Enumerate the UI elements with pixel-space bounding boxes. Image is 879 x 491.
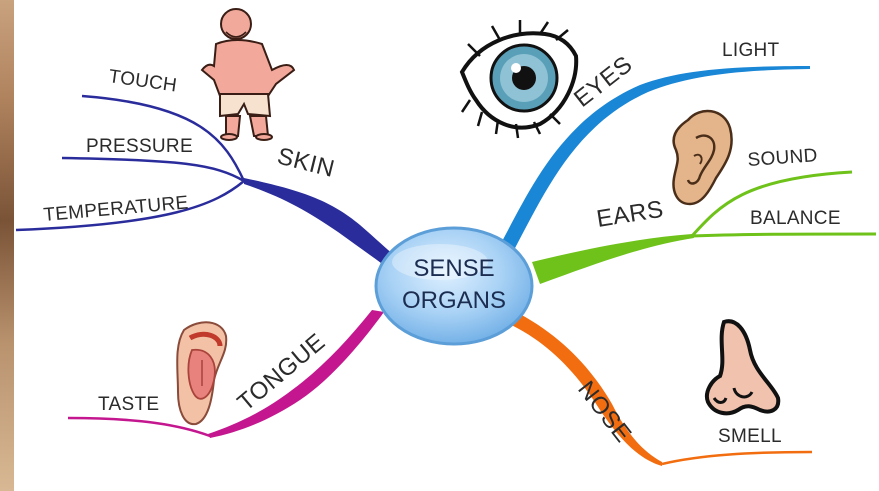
- center-label-line1: SENSE: [413, 255, 494, 282]
- branch-label-nose: NOSE: [572, 376, 636, 448]
- branch-skin: [16, 96, 402, 274]
- leaf-label-smell: SMELL: [718, 426, 782, 447]
- leaf-label-temperature: TEMPERATURE: [43, 192, 190, 226]
- leaf-label-balance: BALANCE: [750, 208, 841, 229]
- leaf-label-pressure: PRESSURE: [86, 136, 193, 157]
- person-icon: [202, 9, 294, 140]
- tongue-icon: [177, 322, 226, 424]
- leaf-label-sound: SOUND: [747, 145, 818, 171]
- leaf-balance-line: [692, 234, 876, 236]
- center-node: SENSE ORGANS: [376, 228, 532, 344]
- ear-icon: [674, 111, 732, 204]
- branch-label-ears: EARS: [595, 196, 666, 233]
- nose-icon: [707, 321, 778, 413]
- center-label-line2: ORGANS: [402, 287, 506, 314]
- eye-icon: [462, 20, 576, 138]
- leaf-label-taste: TASTE: [98, 394, 159, 415]
- branch-ears-line: [532, 234, 694, 284]
- leaf-label-light: LIGHT: [722, 40, 780, 61]
- branch-label-skin: SKIN: [275, 143, 338, 183]
- leaf-smell-line: [662, 452, 812, 464]
- leaf-label-touch: TOUCH: [107, 66, 178, 96]
- branch-tongue: [68, 310, 384, 438]
- branch-skin-line: [244, 178, 402, 274]
- leaf-pressure-line: [62, 158, 244, 181]
- branch-label-eyes: EYES: [569, 51, 638, 113]
